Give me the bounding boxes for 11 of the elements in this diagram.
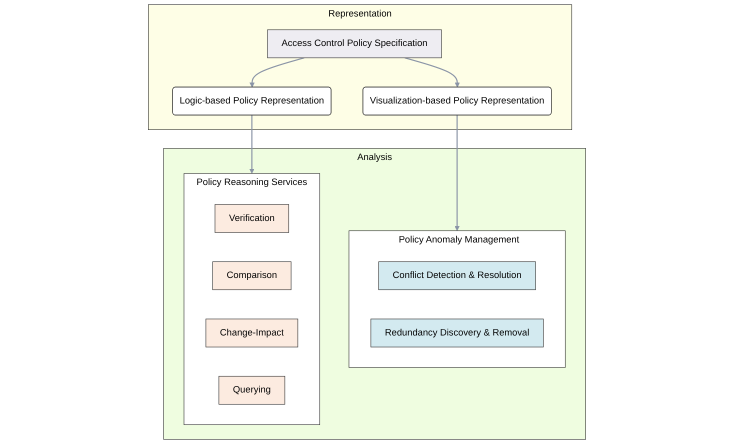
node-box: Change-Impact — [206, 318, 298, 348]
node-box: Access Control Policy Specification — [267, 30, 442, 58]
node-box: Conflict Detection & Resolution — [378, 261, 536, 290]
arrow — [249, 115, 254, 174]
node-box: Verification — [214, 204, 290, 233]
arrow — [404, 57, 460, 88]
node-box: Redundancy Discovery & Removal — [370, 318, 544, 348]
arrow — [454, 115, 460, 231]
node-box: Comparison — [212, 261, 292, 290]
node-box: Querying — [218, 376, 286, 405]
arrow — [250, 57, 304, 88]
